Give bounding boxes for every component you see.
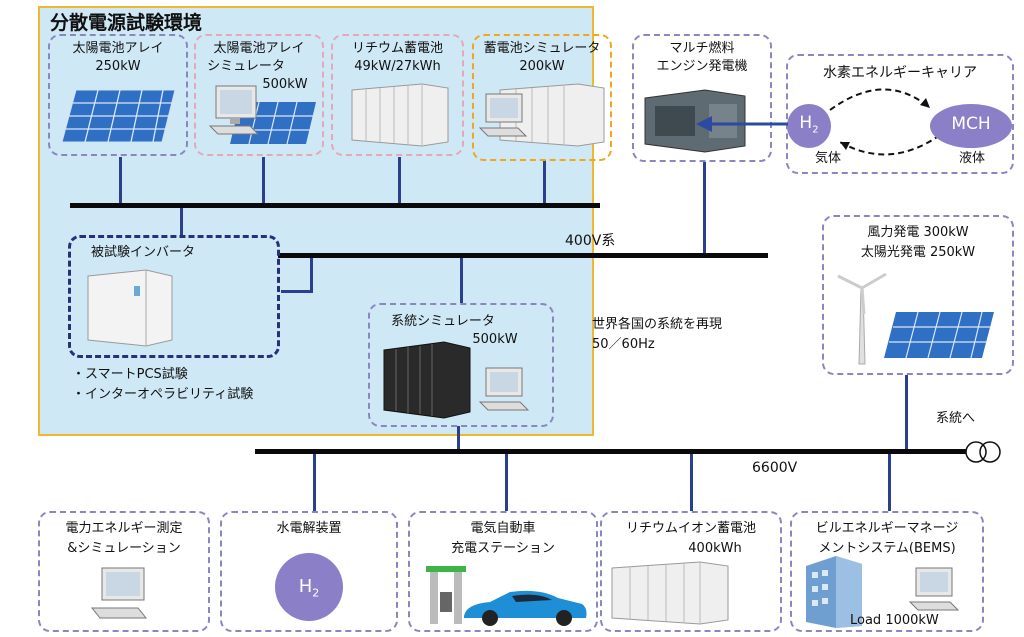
world-grid-note: 世界各国の系統を再現 <box>592 317 723 332</box>
li-ion-large-label: リチウムイオン蓄電池 <box>625 521 756 536</box>
connector-li-ion-large <box>690 451 693 511</box>
power-measure-label-2: &シミュレーション <box>67 541 181 556</box>
liquid-label: 液体 <box>958 151 985 166</box>
computer-icon <box>478 93 528 137</box>
bus-400v-label: 400V系 <box>565 233 616 249</box>
battery-sim-capacity: 200kW <box>519 59 565 74</box>
hydrogen-cycle-arrows <box>829 88 941 156</box>
power-measure-label-1: 電力エネルギー測定 <box>65 521 183 536</box>
ev-charger-icon <box>426 566 466 624</box>
hydrogen-carrier-box <box>786 54 1014 174</box>
to-grid-label: 系統へ <box>936 411 976 426</box>
bus-6600v-label: 6600V <box>752 460 798 476</box>
solar-sim-capacity: 500kW <box>262 77 308 92</box>
bems-label-1: ビルエネルギーマネージ <box>815 521 959 536</box>
h2-gas-label: H2 <box>799 113 819 136</box>
electrolyzer-h2-circle <box>275 553 343 621</box>
lithium-battery-label: リチウム蓄電池 <box>351 41 443 56</box>
connector-inverter-bus <box>310 255 313 293</box>
solar-panel-icon <box>61 89 176 143</box>
connector-lithium <box>398 157 401 205</box>
battery-cabinet-icon <box>611 561 729 625</box>
li-ion-large-capacity: 400kWh <box>688 541 742 556</box>
multi-fuel-label-1: マルチ燃料 <box>669 41 735 56</box>
bems-box <box>790 511 984 632</box>
connector-grid-sim-bottom <box>457 426 460 451</box>
bus-400v <box>278 253 768 258</box>
test-item-smart-pcs: ・スマートPCS試験 <box>72 367 188 382</box>
gas-label: 気体 <box>814 151 841 166</box>
mch-ellipse <box>930 104 1012 148</box>
multi-fuel-label-2: エンジン発電機 <box>656 59 748 74</box>
multi-fuel-box <box>632 34 772 162</box>
mch-label: MCH <box>951 114 991 134</box>
li-ion-large-box <box>600 511 782 632</box>
frequency-note: 50／60Hz <box>592 337 655 352</box>
bus-upper <box>70 203 600 208</box>
connector-inverter-horizontal <box>281 290 313 293</box>
h2-supply-arrow <box>696 116 788 132</box>
connector-solar-array <box>119 157 122 205</box>
battery-cabinet-icon <box>351 83 449 147</box>
wind-solar-label-2: 太陽光発電 250kW <box>860 245 976 260</box>
solar-sim-box <box>194 34 324 156</box>
grid-sim-rack-icon <box>383 341 471 419</box>
ev-station-label-1: 電気自動車 <box>470 521 536 536</box>
electric-car-icon <box>464 590 587 626</box>
test-item-interoperability: ・インターオペラビリティ試験 <box>72 387 254 402</box>
bems-load-label: Load 1000kW <box>850 613 939 628</box>
connector-bems <box>888 451 891 511</box>
computer-icon <box>90 567 148 619</box>
connector-wind-solar <box>905 375 908 451</box>
power-measure-box <box>38 511 210 632</box>
connector-inverter-top <box>180 205 183 235</box>
grid-sim-capacity: 500kW <box>472 332 518 347</box>
electrolyzer-label: 水電解装置 <box>276 521 342 536</box>
engine-generator-icon <box>644 89 746 153</box>
battery-sim-label: 蓄電池シミュレータ <box>483 41 601 56</box>
inverter-cabinet-icon <box>87 269 173 347</box>
solar-sim-label-2: シミュレータ <box>207 59 285 74</box>
connector-grid-sim-top <box>460 255 463 303</box>
battery-sim-box <box>472 34 612 161</box>
wind-solar-box <box>822 215 1014 375</box>
solar-sim-label-1: 太陽電池アレイ <box>213 41 305 56</box>
connector-solar-sim <box>262 157 265 205</box>
solar-array-capacity: 250kW <box>95 59 141 74</box>
connector-power-measure <box>313 451 316 511</box>
wind-solar-label-1: 風力発電 300kW <box>867 225 969 240</box>
transformer-icon <box>965 441 1001 463</box>
bus-6600v <box>255 449 970 454</box>
hydrogen-carrier-title: 水素エネルギーキャリア <box>823 65 977 81</box>
distributed-power-test-area <box>38 6 594 436</box>
grid-sim-label: 系統シミュレータ <box>391 314 495 329</box>
inverter-test-title: 被試験インバータ <box>90 245 195 260</box>
connector-battery-sim <box>543 160 546 205</box>
inverter-test-box <box>68 235 280 358</box>
lithium-battery-box <box>331 34 464 156</box>
electrolyzer-box <box>220 511 398 632</box>
computer-icon <box>478 367 530 411</box>
connector-multi-fuel <box>703 162 706 255</box>
grid-sim-box <box>368 303 554 427</box>
solar-array-label: 太陽電池アレイ <box>72 41 164 56</box>
ev-station-box <box>408 511 598 632</box>
connector-ev <box>505 451 508 511</box>
region-title: 分散電源試験環境 <box>50 12 203 34</box>
lithium-battery-capacity: 49kW/27kWh <box>354 59 441 74</box>
bems-label-2: メントシステム(BEMS) <box>818 541 956 556</box>
building-icon <box>806 556 862 628</box>
ev-station-label-2: 充電ステーション <box>451 541 555 556</box>
solar-array-box <box>48 34 188 156</box>
h2-gas-circle <box>787 104 831 148</box>
computer-icon <box>208 85 260 135</box>
solar-panel-icon <box>884 311 994 359</box>
wind-turbine-icon <box>837 272 887 365</box>
computer-icon <box>908 567 960 611</box>
electrolyzer-h2-label: H2 <box>298 576 320 600</box>
